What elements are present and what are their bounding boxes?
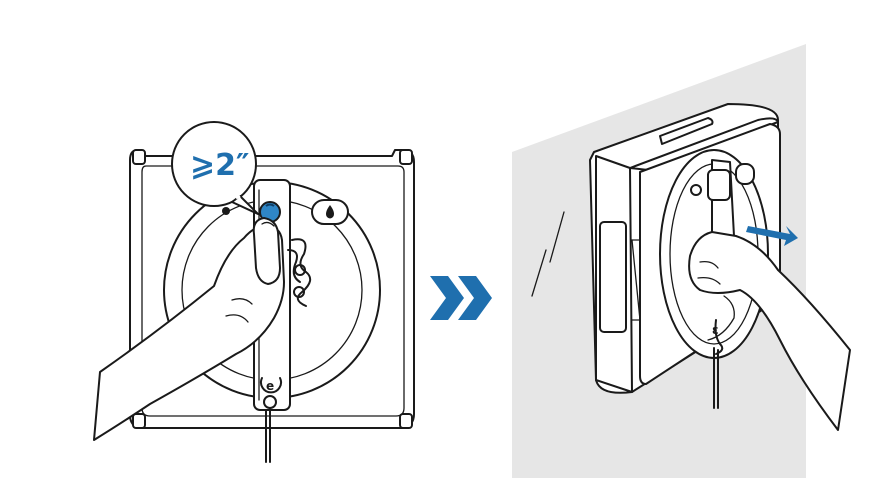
fan-icon bbox=[222, 207, 230, 215]
right-step-illustration: ε bbox=[512, 44, 851, 478]
ecovacs-logo-icon: e bbox=[260, 377, 282, 394]
window-robot-on-glass bbox=[589, 103, 781, 394]
safety-rope-coils bbox=[287, 238, 312, 307]
distance-callout: ⩾2″ bbox=[171, 121, 259, 215]
svg-text:ε: ε bbox=[712, 323, 719, 337]
push-direction-arrow bbox=[746, 226, 798, 246]
drop-icon bbox=[311, 199, 349, 225]
svg-text:e: e bbox=[266, 379, 274, 393]
distance-label: ⩾2″ bbox=[190, 148, 249, 183]
double-chevron-right-icon bbox=[430, 276, 492, 320]
hand-pressing-button bbox=[93, 217, 285, 441]
left-step-illustration: e ⩾2″ bbox=[93, 121, 415, 463]
safety-tether-cord: ε bbox=[712, 319, 724, 409]
